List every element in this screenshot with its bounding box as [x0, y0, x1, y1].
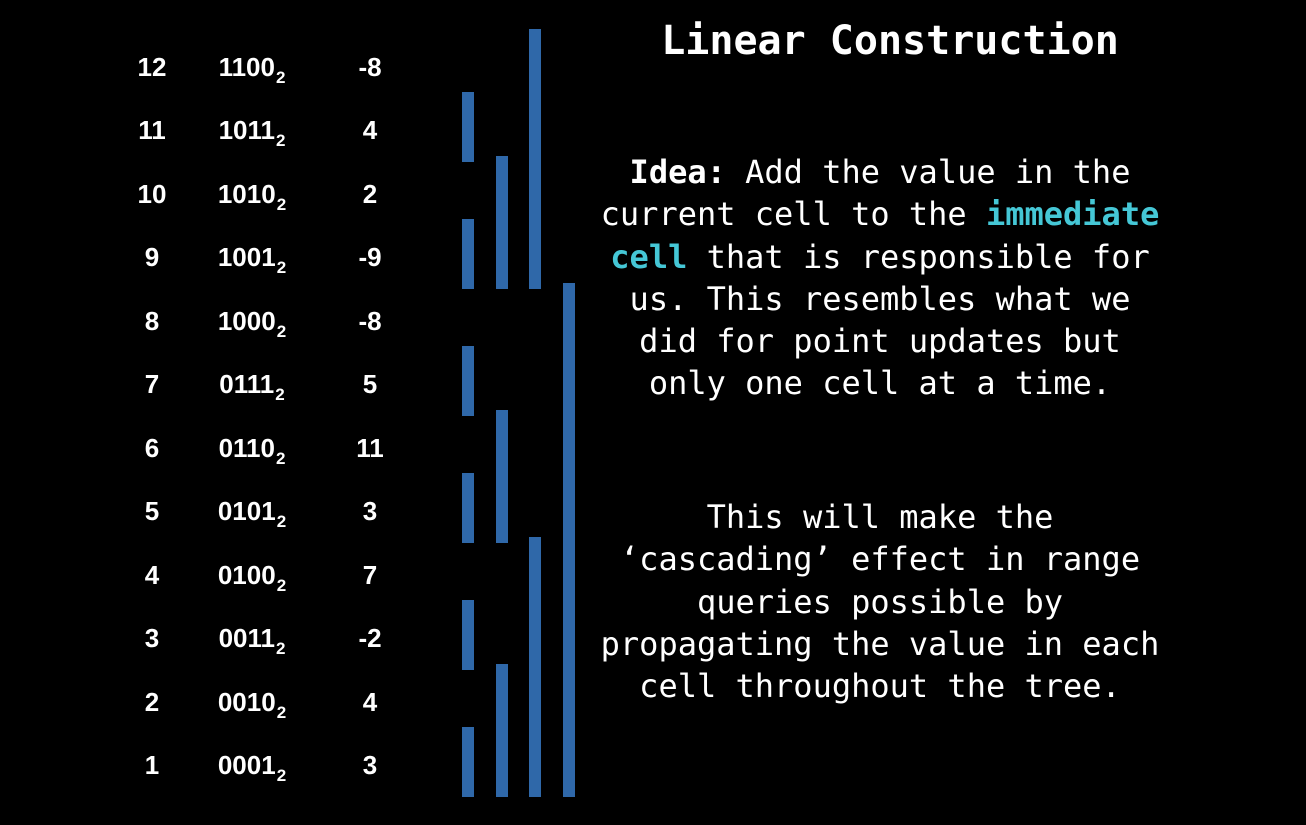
row-index: 11: [138, 115, 166, 145]
binary-base-subscript: 2: [276, 194, 287, 214]
row-binary: 11002: [192, 47, 312, 87]
row-binary: 01102: [192, 428, 312, 468]
row-index: 3: [144, 623, 160, 653]
row-binary: 01002: [192, 555, 312, 595]
row-value: 3: [362, 496, 378, 526]
row-value: 3: [362, 750, 378, 780]
idea-text-pre: Add the value in the current cell to the: [600, 153, 1131, 234]
row-binary: 01012: [192, 491, 312, 531]
row-binary: 10002: [192, 301, 312, 341]
range-bar-7: [462, 346, 474, 416]
binary-digits: 0100: [217, 559, 276, 590]
row-value: 5: [362, 369, 378, 399]
binary-base-subscript: 2: [276, 258, 287, 277]
range-bar-2: [496, 663, 508, 797]
binary-digits: 1100: [218, 51, 275, 82]
binary-base-subscript: 2: [275, 67, 286, 87]
table-row: 1 00012 3: [0, 745, 420, 785]
range-bar-12: [529, 28, 541, 289]
table-row: 8 10002 -8: [0, 301, 420, 341]
range-bar-1: [462, 727, 474, 797]
binary-base-subscript: 2: [276, 321, 287, 341]
idea-highlight: immediate cell: [610, 195, 1160, 276]
row-index: 4: [144, 559, 160, 590]
range-bar-3: [462, 600, 474, 670]
binary-base-subscript: 2: [276, 766, 287, 785]
range-bar-5: [462, 473, 474, 543]
binary-base-subscript: 2: [276, 575, 287, 595]
table-row: 9 10012 -9: [0, 237, 420, 277]
binary-base-subscript: 2: [275, 448, 286, 468]
row-index: 9: [144, 242, 160, 272]
binary-base-subscript: 2: [275, 639, 286, 658]
row-index: 5: [144, 496, 160, 526]
binary-digits: 0101: [217, 496, 276, 526]
table-row: 4 01002 7: [0, 555, 420, 595]
binary-base-subscript: 2: [276, 702, 287, 722]
range-bar-4: [529, 536, 541, 797]
idea-label: Idea:: [629, 153, 726, 191]
row-value: -2: [358, 623, 382, 653]
binary-digits: 0010: [217, 686, 276, 717]
row-binary: 00012: [192, 745, 312, 785]
row-value: -9: [358, 242, 382, 272]
row-value: -8: [358, 305, 382, 336]
binary-digits: 1000: [217, 305, 276, 336]
range-bar-8: [563, 282, 575, 797]
binary-digits: 0011: [218, 623, 275, 653]
row-binary: 01112: [192, 364, 312, 404]
range-bar-9: [462, 219, 474, 289]
binary-digits: 1001: [217, 242, 276, 272]
cascading-paragraph: This will make the ‘cascading’ effect in…: [600, 498, 1160, 706]
row-binary: 00112: [192, 618, 312, 658]
row-index: 7: [144, 369, 160, 399]
table-row: 5 01012 3: [0, 491, 420, 531]
binary-base-subscript: 2: [275, 385, 285, 404]
row-value: 4: [362, 115, 378, 145]
binary-digits: 1010: [217, 178, 276, 209]
idea-paragraph: Idea: Add the value in the current cell …: [600, 151, 1160, 405]
row-binary: 10012: [192, 237, 312, 277]
row-index: 12: [137, 51, 167, 82]
row-value: 2: [362, 178, 378, 209]
row-index: 10: [137, 178, 167, 209]
binary-digits: 0001: [217, 750, 276, 780]
slide-title: Linear Construction: [661, 18, 1119, 64]
row-value: -8: [358, 51, 382, 82]
binary-base-subscript: 2: [275, 131, 286, 150]
table-row: 7 01112 5: [0, 364, 420, 404]
binary-base-subscript: 2: [276, 512, 287, 531]
table-row: 6 01102 11: [0, 428, 420, 468]
binary-digits: 0111: [219, 369, 275, 399]
range-bar-11: [462, 92, 474, 162]
row-value: 11: [356, 432, 384, 463]
row-index: 8: [144, 305, 160, 336]
range-bar-10: [496, 155, 508, 289]
row-value: 7: [362, 559, 378, 590]
row-index: 1: [144, 750, 160, 780]
row-value: 4: [362, 686, 378, 717]
row-index: 2: [144, 686, 160, 717]
row-binary: 10112: [192, 110, 312, 150]
table-row: 3 00112 -2: [0, 618, 420, 658]
row-binary: 00102: [192, 682, 312, 722]
idea-text-post: that is responsible for us. This resembl…: [629, 237, 1150, 403]
row-binary: 10102: [192, 174, 312, 214]
binary-digits: 1011: [218, 115, 275, 145]
table-row: 11 10112 4: [0, 110, 420, 150]
row-index: 6: [144, 432, 160, 463]
table-row: 12 11002 -8: [0, 47, 420, 87]
binary-digits: 0110: [218, 432, 275, 463]
range-bar-6: [496, 409, 508, 543]
